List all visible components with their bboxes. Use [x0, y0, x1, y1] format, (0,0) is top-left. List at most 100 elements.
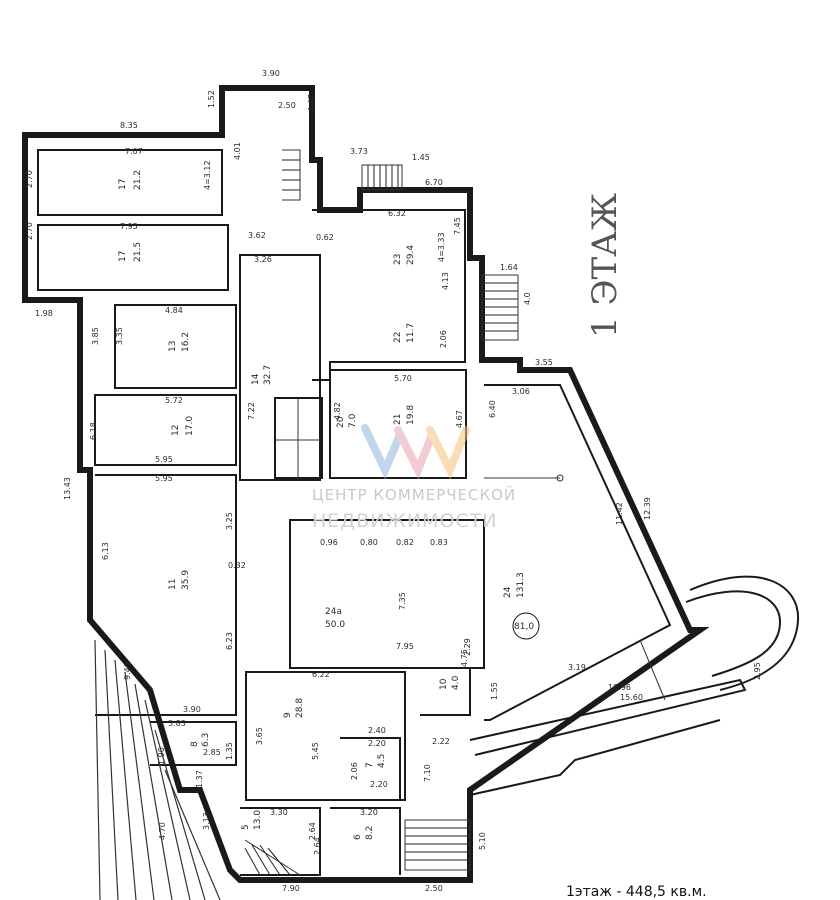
dimension-label: 2.40 [368, 726, 386, 735]
room-17b-area: 21.5 [133, 242, 143, 262]
room-14-number: 14 [251, 373, 261, 385]
porch-edge-lower [469, 719, 721, 796]
dimension-label: 3.20 [360, 808, 378, 817]
room-8-area: 6.3 [201, 733, 211, 747]
dimension-label: 3.85 [91, 327, 100, 345]
room-22-number: 22 [393, 332, 403, 343]
porch-edge [469, 678, 747, 756]
room-8-number: 8 [190, 741, 200, 747]
dimension-label: 10.96 [608, 683, 631, 692]
dimension-label: 2.20 [368, 739, 386, 748]
room-23-number: 23 [393, 254, 403, 265]
room-21-area: 19.8 [406, 405, 416, 425]
dimension-label: 7.90 [282, 884, 300, 893]
dimension-label: 0.83 [430, 538, 448, 547]
dimension-label: 3.19 [568, 663, 586, 672]
dimension-label: 3.90 [262, 69, 280, 78]
room-12-walls [94, 394, 237, 466]
room-5-number: 5 [241, 824, 251, 830]
dimension-label: 8.35 [120, 121, 138, 130]
dimension-label: 2.29 [463, 638, 472, 656]
room-6-number: 6 [353, 834, 363, 840]
dimension-label: 7.22 [247, 402, 256, 420]
dimension-label: 7.95 [120, 222, 138, 231]
dimension-label: 6.70 [425, 178, 443, 187]
dimension-label: 0.62 [316, 233, 334, 242]
room-9-area: 28.8 [295, 698, 305, 718]
dimension-label: 3.73 [350, 147, 368, 156]
dimension-label: 0.82 [396, 538, 414, 547]
dimension-label: 4.75 [460, 649, 469, 667]
dimension-label: 3.65 [255, 727, 264, 745]
porch-column-line [639, 639, 666, 701]
dimension-label: 2.50 [425, 884, 443, 893]
dimension-label: 3.06 [512, 387, 530, 396]
watermark-line1: ЦЕНТР КОММЕРЧЕСКОЙ [312, 486, 517, 504]
dimension-label: 4.13 [441, 272, 450, 290]
room-12-area: 17.0 [185, 416, 195, 436]
room-7-walls [340, 737, 401, 800]
room-5-area: 13.0 [253, 810, 263, 830]
dimension-label: 1.90 [157, 747, 166, 765]
watermark-line2: НЕДВИЖИМОСТИ [312, 510, 498, 532]
room-17-walls [37, 149, 223, 216]
room-11-walls [95, 474, 237, 716]
dimension-label: 4.47 [307, 94, 316, 112]
room-10-walls [420, 667, 471, 716]
dimension-label: 2.20 [370, 780, 388, 789]
dimension-label: 2.06 [350, 762, 359, 780]
dimension-label: 6.32 [388, 209, 406, 218]
dimension-label: 2.06 [439, 330, 448, 348]
dimension-label: 7.95 [396, 642, 414, 651]
dimension-label: 11.42 [615, 502, 624, 525]
dimension-label: 3.83 [168, 719, 186, 728]
dimension-label: 2.95 [753, 662, 762, 680]
dimension-label: 4=3.12 [203, 160, 212, 190]
room-9-walls [245, 671, 406, 801]
dimension-label: 5.95 [155, 474, 173, 483]
room-labels: 17 21.2 17 21.5 13 16.2 12 17.0 11 35.9 … [118, 170, 540, 840]
wc-block-walls [274, 397, 323, 479]
dimension-label: 15.60 [620, 693, 643, 702]
dimension-label: 1.35 [225, 742, 234, 760]
dimension-label: 3.62 [248, 231, 266, 240]
dimension-label: 4.70 [158, 822, 167, 840]
porch-curve-inner [685, 590, 782, 677]
room-13-number: 13 [168, 341, 178, 352]
dimension-label: 1.52 [207, 90, 216, 108]
dimension-label: 12.39 [643, 497, 652, 520]
dimension-label: 2.64 [308, 822, 317, 840]
dimension-label: 7.35 [398, 592, 407, 610]
stair-bottom-center [404, 819, 471, 871]
dimension-label: 5.70 [394, 374, 412, 383]
room-24-area: 131.3 [516, 572, 526, 598]
dimension-label: 3.35 [115, 327, 124, 345]
room-23-walls [312, 209, 466, 381]
dimension-label: 6.23 [225, 632, 234, 650]
porch-curve-outer [689, 575, 800, 691]
dimension-label: 2.50 [278, 101, 296, 110]
dimension-label: 2.64 [313, 837, 322, 855]
dimension-label: 7.45 [453, 217, 462, 235]
outer-wall-outline [22, 85, 710, 883]
dimension-label: 5.10 [478, 832, 487, 850]
dimension-label: 1.37 [195, 770, 204, 788]
dimension-label: 5.72 [165, 396, 183, 405]
room-17-number: 17 [118, 179, 128, 190]
room-7-area: 4.5 [377, 754, 387, 768]
dimension-label: 4.67 [455, 410, 464, 428]
dimension-label: 7.07 [125, 147, 143, 156]
dimension-label: 0.80 [360, 538, 378, 547]
room-13-walls [114, 304, 237, 389]
dimension-label: 3.30 [270, 808, 288, 817]
dimension-label: 1.98 [35, 309, 53, 318]
watermark-logo [361, 424, 470, 480]
room-23-area: 29.4 [406, 245, 416, 265]
dimension-label: 2.85 [203, 748, 221, 757]
room-5-walls [240, 807, 321, 876]
room-6-area: 8.2 [365, 826, 375, 840]
room-24-walls [484, 384, 672, 721]
dimension-label: 1.45 [412, 153, 430, 162]
room-11-number: 11 [168, 579, 178, 590]
